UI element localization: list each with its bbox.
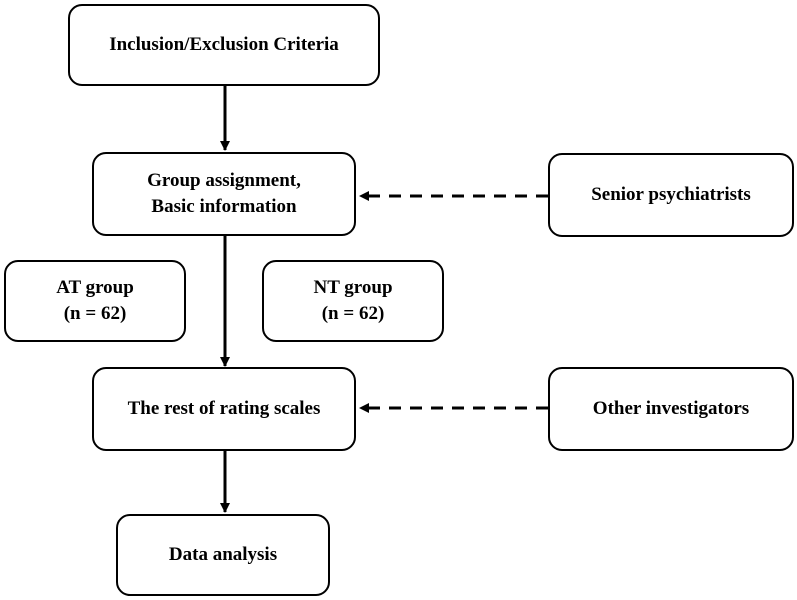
rating-scales-label: The rest of rating scales [127, 398, 321, 420]
at-group-label: AT group [56, 277, 134, 299]
senior-psychiatrists-box: Senior psychiatrists [548, 153, 794, 237]
inclusion-exclusion-label: Inclusion/Exclusion Criteria [109, 34, 339, 56]
group-assignment-box: Group assignment, Basic information [92, 152, 356, 236]
nt-group-box: NT group (n = 62) [262, 260, 444, 342]
at-group-box: AT group (n = 62) [4, 260, 186, 342]
senior-psychiatrists-label: Senior psychiatrists [591, 184, 751, 206]
inclusion-exclusion-box: Inclusion/Exclusion Criteria [68, 4, 380, 86]
data-analysis-label: Data analysis [168, 544, 278, 566]
at-group-count: (n = 62) [63, 303, 127, 324]
other-investigators-box: Other investigators [548, 367, 794, 451]
other-investigators-label: Other investigators [592, 398, 750, 420]
group-assignment-label-line2: Basic information [151, 196, 297, 217]
nt-group-label: NT group [313, 277, 393, 299]
group-assignment-label-line1: Group assignment, [147, 170, 301, 192]
nt-group-count: (n = 62) [321, 303, 385, 324]
data-analysis-box: Data analysis [116, 514, 330, 596]
rating-scales-box: The rest of rating scales [92, 367, 356, 451]
